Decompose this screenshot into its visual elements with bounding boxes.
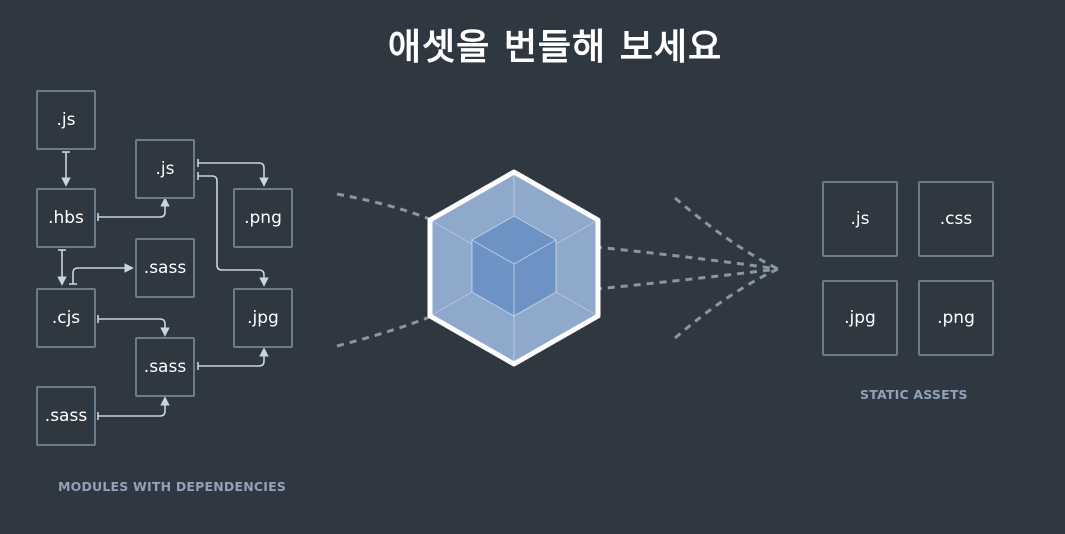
asset-box-css: .css	[918, 181, 994, 257]
module-box-sass-2: .sass	[135, 337, 195, 397]
static-assets-caption: STATIC ASSETS	[860, 387, 968, 402]
module-box-jpg: .jpg	[233, 288, 293, 348]
module-box-sass-1: .sass	[135, 238, 195, 298]
module-box-js-2: .js	[135, 139, 195, 199]
asset-box-js: .js	[822, 181, 898, 257]
module-box-cjs: .cjs	[36, 288, 96, 348]
asset-box-jpg: .jpg	[822, 280, 898, 356]
module-box-hbs: .hbs	[36, 188, 96, 248]
module-box-js-1: .js	[36, 90, 96, 150]
webpack-cube-logo	[427, 169, 601, 367]
input-dashed-lines	[336, 192, 433, 348]
page-title: 애셋을 번들해 보세요	[387, 27, 723, 68]
module-box-png: .png	[233, 188, 293, 248]
asset-box-png: .png	[918, 280, 994, 356]
module-box-sass-3: .sass	[36, 386, 96, 446]
dependency-connectors	[57, 151, 269, 420]
modules-caption: MODULES WITH DEPENDENCIES	[58, 479, 287, 494]
